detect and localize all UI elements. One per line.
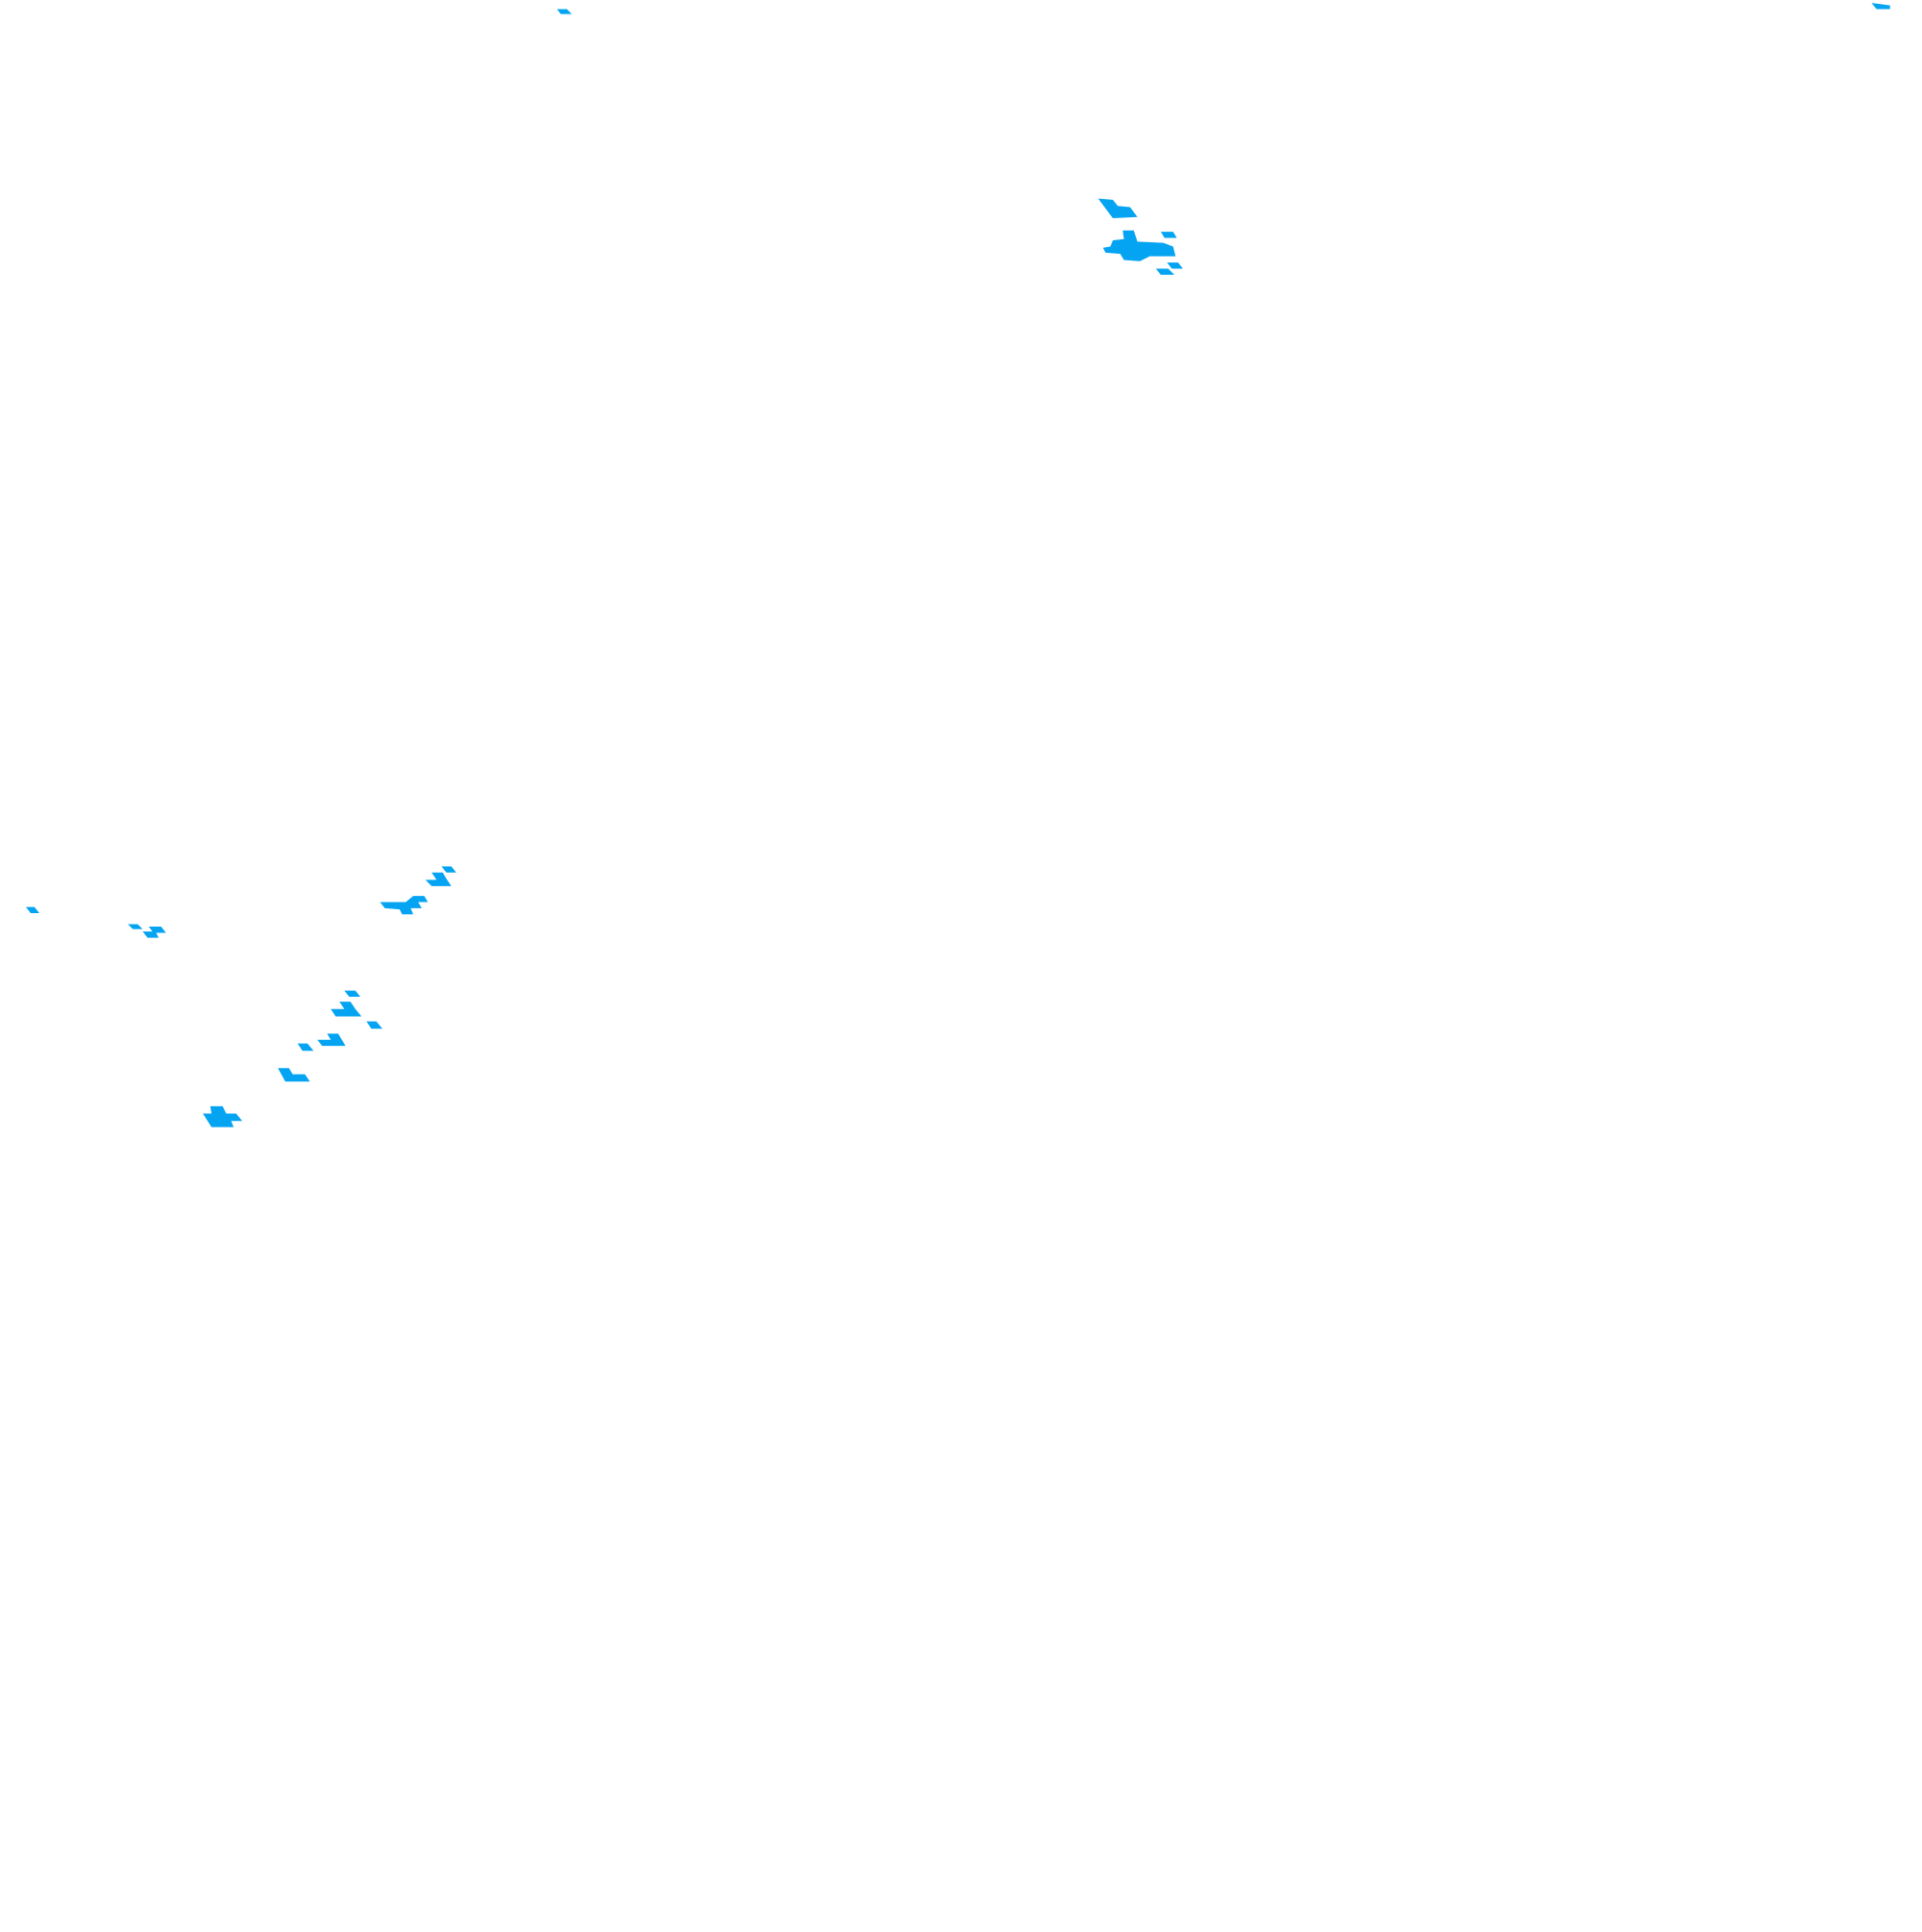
water-fragment — [1160, 232, 1177, 238]
water-fragment — [278, 1068, 310, 1082]
water-fragment — [142, 927, 166, 938]
water-fragment — [331, 1002, 362, 1017]
water-fragment — [1871, 3, 1890, 10]
water-fragment — [425, 872, 452, 886]
water-fragment — [297, 1043, 314, 1052]
water-fragment — [128, 924, 143, 929]
water-fragment — [366, 1021, 382, 1029]
water-fragment — [203, 1105, 243, 1127]
water-fragment — [441, 866, 456, 873]
water-fragment — [1155, 268, 1175, 275]
water-fragment — [1097, 198, 1138, 219]
water-fragment — [317, 1033, 346, 1047]
water-fragment — [25, 906, 39, 913]
water-fragment — [344, 990, 360, 997]
water-fragment — [1102, 230, 1176, 261]
water-fragment — [556, 9, 573, 14]
water-fragment — [380, 896, 429, 915]
water-fragment — [1167, 262, 1183, 269]
